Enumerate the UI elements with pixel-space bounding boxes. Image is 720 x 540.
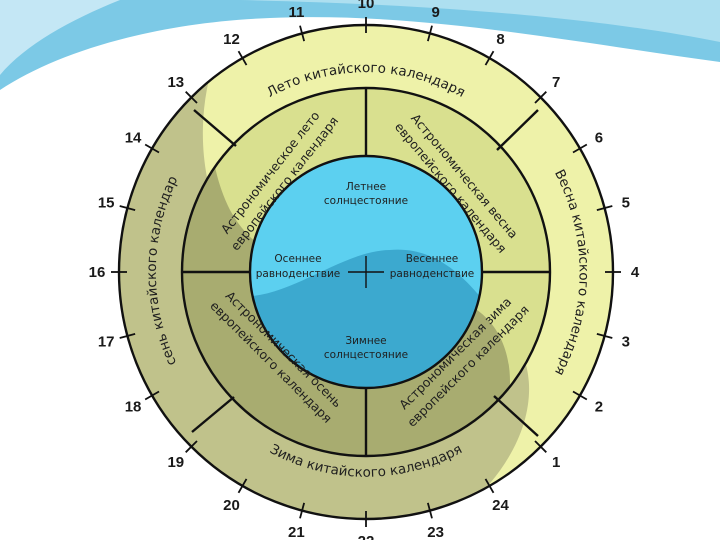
- hour-tick: [185, 91, 198, 104]
- hour-number: 3: [622, 334, 630, 351]
- hour-number: 9: [431, 4, 439, 21]
- hour-tick: [119, 205, 136, 212]
- hour-number: 17: [98, 334, 115, 351]
- hour-number: 13: [167, 74, 184, 91]
- hour-number: 23: [427, 524, 444, 540]
- hour-numbers: 123456789101112131415161718192021222324: [89, 0, 640, 540]
- quadrant-dividers: [182, 88, 550, 456]
- hour-tick: [237, 478, 248, 494]
- svg-text:Весеннее: Весеннее: [406, 253, 459, 265]
- hour-tick: [426, 502, 433, 519]
- summer-solstice-label: Летнее солнцестояние: [324, 181, 408, 207]
- hour-number: 22: [358, 533, 375, 540]
- hour-tick: [596, 332, 613, 339]
- hour-tick: [185, 440, 198, 453]
- hour-number: 8: [496, 31, 504, 48]
- hour-tick: [484, 478, 495, 494]
- hour-number: 16: [89, 264, 106, 281]
- hour-number: 10: [358, 0, 375, 12]
- hour-number: 4: [631, 264, 640, 281]
- hour-number: 20: [223, 497, 240, 514]
- winter-solstice-label: Зимнее солнцестояние: [324, 335, 408, 361]
- svg-text:Летнее: Летнее: [346, 181, 386, 193]
- svg-text:Зимнее: Зимнее: [345, 335, 386, 347]
- hour-number: 19: [167, 454, 184, 471]
- hour-number: 5: [622, 194, 630, 211]
- svg-text:равноденствие: равноденствие: [256, 268, 341, 280]
- autumn-equinox-label: Осеннее равноденствие: [256, 253, 341, 280]
- hour-number: 7: [552, 74, 560, 91]
- hour-number: 12: [223, 31, 240, 48]
- hour-tick: [426, 25, 433, 42]
- hour-number: 1: [552, 454, 560, 471]
- svg-text:равноденствие: равноденствие: [390, 268, 475, 280]
- hour-number: 24: [492, 497, 509, 514]
- svg-text:солнцестояние: солнцестояние: [324, 195, 408, 207]
- hour-tick: [144, 390, 160, 401]
- hour-tick: [237, 50, 248, 66]
- hour-tick: [119, 332, 136, 339]
- hour-tick: [299, 502, 306, 519]
- spring-equinox-label: Весеннее равноденствие: [390, 253, 475, 280]
- hour-tick: [572, 390, 588, 401]
- hour-tick: [299, 25, 306, 42]
- header-banner: [0, 0, 720, 90]
- hour-tick: [596, 205, 613, 212]
- svg-text:Осеннее: Осеннее: [274, 253, 321, 265]
- hour-tick: [534, 440, 547, 453]
- hour-number: 6: [595, 130, 603, 147]
- hour-number: 11: [288, 4, 304, 21]
- hour-tick: [572, 143, 588, 154]
- hour-tick: [144, 143, 160, 154]
- center-cross: [348, 256, 384, 288]
- svg-text:солнцестояние: солнцестояние: [324, 349, 408, 361]
- hour-tick: [534, 91, 547, 104]
- hour-number: 15: [98, 194, 115, 211]
- hour-number: 18: [125, 399, 142, 416]
- hour-number: 21: [288, 524, 305, 540]
- hour-number: 14: [125, 130, 142, 147]
- hour-ticks: [111, 17, 621, 527]
- hour-number: 2: [595, 399, 603, 416]
- hour-tick: [484, 50, 495, 66]
